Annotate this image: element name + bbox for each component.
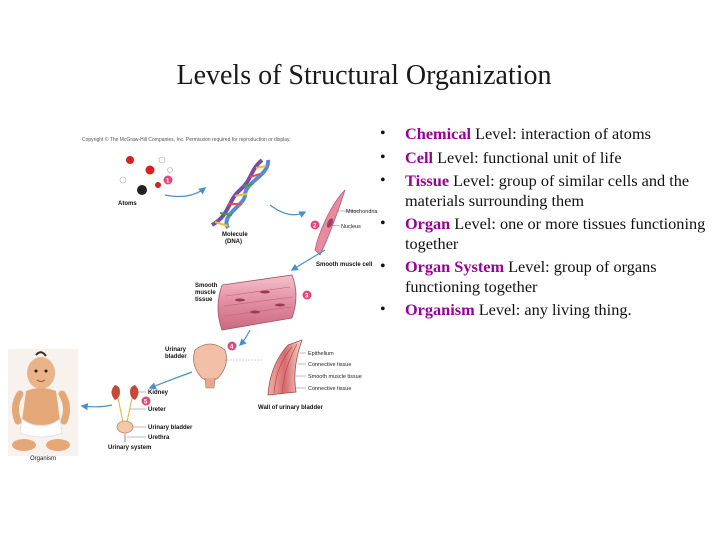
arrow-6: [80, 403, 113, 411]
atoms-label: Atoms: [118, 201, 137, 207]
svg-text:4: 4: [230, 345, 234, 351]
organization-diagram: Atoms 1 Molecule (DNA) Mitochondria Nucl…: [63, 156, 378, 451]
smooth-muscle-cell-illustration: [314, 189, 346, 256]
levels-bullet-list: • Chemical Level: interaction of atoms • C…: [378, 124, 723, 324]
arrow-5: [148, 371, 193, 390]
urethra-label: Urethra: [148, 435, 170, 441]
bullet-cell: • Cell Level: functional unit of life: [378, 148, 723, 168]
svg-text:1: 1: [166, 179, 170, 185]
atom: [126, 156, 134, 164]
step-4-badge: 4: [227, 341, 237, 351]
bullet-text: Level: one or more tissues functioning t…: [405, 214, 706, 253]
arrow-1: [164, 187, 207, 198]
smooth-muscle-cell-label: Smooth muscle cell: [316, 262, 373, 268]
svg-text:3: 3: [305, 294, 309, 300]
step-5-badge: 5: [141, 396, 151, 406]
arrow-2: [269, 204, 307, 218]
mitochondria-label: Mitochondria: [346, 209, 378, 215]
atom: [155, 182, 161, 188]
bladder-wall-illustration: [267, 339, 303, 396]
urinary-label: Urinary: [165, 347, 187, 353]
baby-organism-illustration: [8, 349, 78, 456]
organism-label: Organism: [29, 456, 56, 462]
bullet-term: Organ System: [405, 257, 505, 276]
bullet-dot-icon: •: [380, 125, 386, 142]
bullet-tissue: • Tissue Level: group of similar cells an…: [378, 171, 723, 210]
dna-molecule-illustration: [210, 158, 270, 230]
atom: [137, 185, 147, 195]
bullet-organ-system: • Organ System Level: group of organs fun…: [378, 257, 723, 296]
bullet-dot-icon: •: [380, 172, 386, 189]
urinary-bladder-label: Urinary bladder: [148, 425, 193, 431]
molecule-label: Molecule: [222, 232, 248, 238]
bullet-dot-icon: •: [380, 215, 386, 232]
urinary-bladder-illustration: [193, 343, 227, 389]
bullet-term: Organ: [405, 214, 451, 233]
bullet-term: Tissue: [405, 171, 450, 190]
bullet-text: Level: any living thing.: [474, 300, 632, 319]
bullet-organ: • Organ Level: one or more tissues functi…: [378, 214, 723, 253]
bullet-term: Chemical: [405, 124, 472, 143]
bullet-text: Level: group of similar cells and the ma…: [405, 171, 690, 210]
bullet-dot-icon: •: [380, 301, 386, 318]
bullet-text: Level: interaction of atoms: [471, 124, 651, 143]
smooth-muscle-tissue-illustration: [217, 274, 297, 331]
atom: [167, 167, 173, 173]
bullet-dot-icon: •: [380, 258, 386, 275]
svg-text:5: 5: [144, 400, 148, 406]
bullet-term: Organism: [405, 300, 475, 319]
epithelium-label: Epithelium: [308, 351, 334, 357]
muscle-label: muscle: [195, 290, 216, 296]
urinary-system-illustration: [111, 385, 139, 442]
connective-tissue-label: Connective tissue: [308, 362, 351, 368]
arrow-4: [238, 329, 251, 347]
bullet-text: Level: functional unit of life: [433, 147, 622, 167]
wall-of-urinary-bladder-label: Wall of urinary bladder: [258, 405, 323, 411]
bullet-dot-icon: •: [380, 148, 386, 166]
dna-label: (DNA): [225, 239, 242, 245]
bullet-text: Level: group of organs functioning toget…: [405, 257, 657, 296]
atom: [145, 165, 155, 175]
kidney-label: Kidney: [148, 390, 169, 396]
svg-text:2: 2: [313, 224, 317, 230]
atom: [119, 176, 127, 184]
copyright-notice: Copyright © The McGraw-Hill Companies, I…: [82, 137, 291, 143]
step-3-badge: 3: [302, 290, 312, 300]
urinary-system-label: Urinary system: [108, 445, 151, 451]
connective-tissue-2-label: Connective tissue: [308, 386, 351, 392]
step-2-badge: 2: [310, 220, 320, 230]
atom: [158, 156, 166, 164]
smooth-label: Smooth: [195, 283, 218, 289]
smooth-muscle-tissue-label: Smooth muscle tissue: [308, 374, 362, 380]
ureter-label: Ureter: [148, 407, 166, 413]
slide-title: Levels of Structural Organization: [176, 60, 552, 91]
atoms-illustration: [119, 156, 173, 195]
bullet-organism: • Organism Level: any living thing.: [378, 300, 723, 320]
bullet-term: Cell: [405, 147, 434, 167]
arrow-3: [290, 249, 326, 271]
bladder-label: bladder: [165, 354, 187, 360]
bullet-chemical: • Chemical Level: interaction of atoms: [378, 124, 723, 144]
step-1-badge: 1: [163, 175, 173, 185]
nucleus-label: Nucleus: [341, 224, 361, 230]
tissue-label: tissue: [195, 297, 213, 303]
